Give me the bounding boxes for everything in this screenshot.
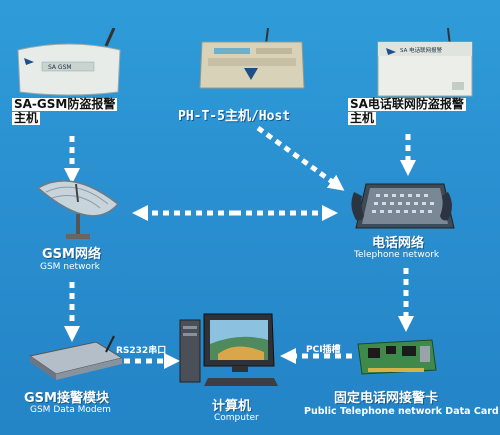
data-card-icon bbox=[354, 334, 438, 378]
gsm-alarm-host: SA GSM bbox=[14, 27, 124, 98]
tel-alarm-label-line1: SA电话联网防盗报警 bbox=[348, 97, 466, 111]
gsm-alarm-label-line2: 主机 bbox=[12, 111, 41, 125]
computer-label: 计算机 bbox=[212, 399, 252, 414]
gsm-alarm-label-line1: SA-GSM防盗报警 bbox=[12, 97, 118, 111]
ph-t-5-host bbox=[196, 27, 308, 94]
tel-alarm-panel-text: SA 电话联网报警 bbox=[400, 46, 443, 54]
arrow-host-to-telephone-network bbox=[256, 125, 345, 191]
gsm-modem-label-en: GSM Data Modem bbox=[30, 405, 111, 415]
gsm-alarm-panel-text: SA GSM bbox=[48, 64, 72, 71]
telephone-network-label: 电话网络 bbox=[372, 236, 425, 251]
data-card-label: 固定电话网接警卡 bbox=[334, 391, 439, 406]
data-card-label-en: Public Telephone network Data Card bbox=[304, 406, 499, 417]
tel-alarm-host: SA 电话联网报警 bbox=[372, 27, 476, 98]
gsm-network-label-en: GSM network bbox=[40, 262, 100, 272]
host-label: PH-T-5主机/Host bbox=[178, 109, 291, 124]
pci-link-label: PCI插槽 bbox=[306, 345, 341, 355]
gsm-network-label: GSM网络 bbox=[42, 247, 101, 262]
tel-alarm-label-line2: 主机 bbox=[348, 111, 377, 125]
gsm-modem-icon bbox=[24, 334, 124, 382]
telephone-switchboard-icon bbox=[348, 176, 456, 232]
rs232-link-label: RS232串口 bbox=[116, 346, 167, 356]
computer-label-en: Computer bbox=[214, 413, 259, 423]
computer-icon bbox=[178, 310, 282, 390]
gsm-modem-label: GSM接警模块 bbox=[24, 391, 109, 406]
satellite-dish-icon bbox=[32, 174, 122, 240]
telephone-network-label-en: Telephone network bbox=[354, 250, 440, 260]
